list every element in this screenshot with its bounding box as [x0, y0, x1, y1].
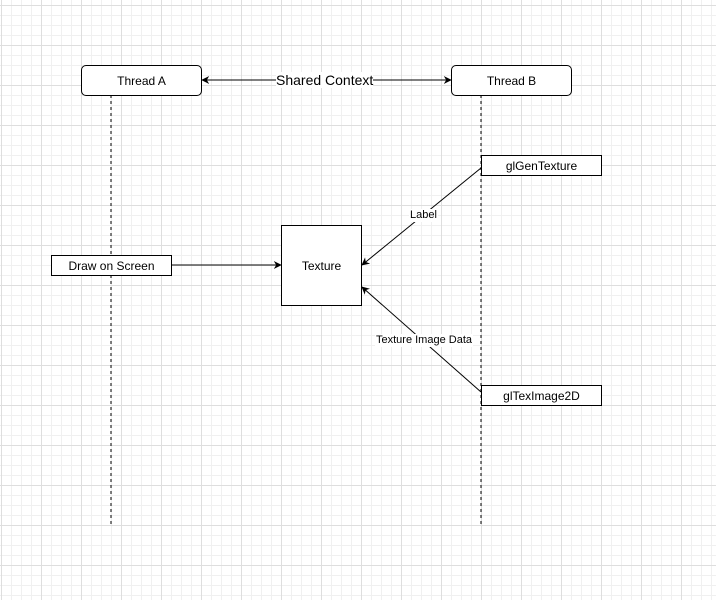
texture-box[interactable]: Texture — [281, 225, 362, 306]
draw-on-screen-box[interactable]: Draw on Screen — [51, 255, 172, 276]
gl-gen-texture-box[interactable]: glGenTexture — [481, 155, 602, 176]
thread-a-label: Thread A — [117, 73, 166, 88]
label-edge-label: Label — [409, 209, 438, 222]
gl-tex-image-2d-label: glTexImage2D — [503, 388, 580, 403]
gl-gen-texture-label: glGenTexture — [505, 158, 578, 173]
shared-context-label: Shared Context — [276, 72, 374, 88]
texture-label: Texture — [301, 258, 342, 273]
gl-tex-image-2d-box[interactable]: glTexImage2D — [481, 385, 602, 406]
thread-b-label: Thread B — [486, 73, 537, 88]
thread-b-box[interactable]: Thread B — [451, 65, 572, 96]
thread-a-box[interactable]: Thread A — [81, 65, 202, 96]
texture-image-data-edge-label: Texture Image Data — [375, 334, 473, 347]
draw-on-screen-label: Draw on Screen — [68, 258, 155, 273]
